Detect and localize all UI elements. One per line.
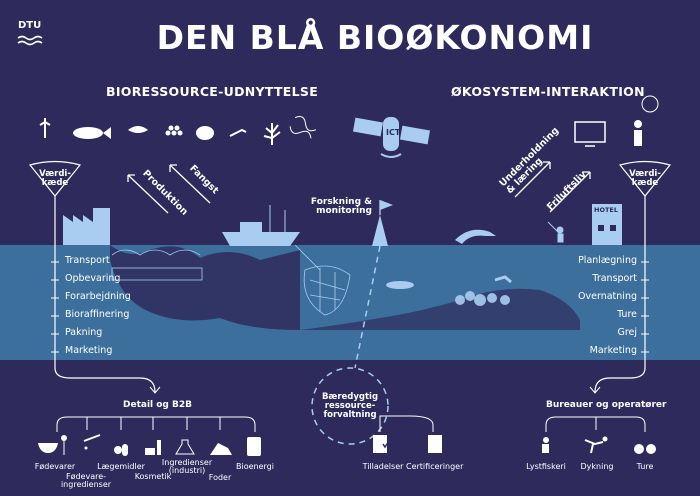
dtu-logo-waves xyxy=(17,35,43,46)
dashed-line xyxy=(354,245,381,369)
dna-icon xyxy=(289,116,317,139)
retail-item: Fødevarer xyxy=(34,462,76,471)
shrimp-icon xyxy=(128,126,148,133)
certificate-icon xyxy=(428,435,442,453)
roe-icon xyxy=(165,130,171,136)
left-value-chain: Transport Opbevaring Forarbejdning Biora… xyxy=(65,255,131,363)
management-item: Tilladelser xyxy=(362,462,404,471)
retail-title: Detail og B2B xyxy=(123,400,192,410)
operator-item: Dykning xyxy=(580,462,614,471)
operators-title: Bureauer og operatører xyxy=(546,400,667,410)
chain-item: Marketing xyxy=(589,345,637,356)
chain-item: Transport xyxy=(592,273,637,284)
right-value-chain: Planlægning Transport Overnatning Ture G… xyxy=(578,255,637,363)
fish-farm xyxy=(111,249,203,281)
retail-bracket xyxy=(56,416,256,432)
seal-icon xyxy=(386,281,414,289)
retail-item: Kosmetik xyxy=(134,472,172,481)
value-chain-line-left xyxy=(54,196,156,393)
lobster-icon xyxy=(39,118,51,138)
diver-icon xyxy=(494,275,512,284)
hotel-label: HOTEL xyxy=(594,206,618,214)
dolphin-icon xyxy=(455,229,496,244)
seaweed-icon xyxy=(263,123,281,145)
ship-icon xyxy=(222,205,300,246)
satellite-icon xyxy=(352,117,431,158)
retail-item: Ingredienser (industri) xyxy=(161,458,213,475)
scoop-icon xyxy=(83,434,101,442)
chain-item: Pakning xyxy=(65,327,103,338)
left-section-heading: BIORESSOURCE-UDNYTTELSE xyxy=(106,84,319,99)
funnel-left xyxy=(28,160,82,197)
chain-item: Forarbejdning xyxy=(65,291,131,302)
flask-icon xyxy=(175,439,195,455)
krill-icon xyxy=(229,128,247,137)
value-chain-line-right xyxy=(594,196,646,393)
feed-icon xyxy=(210,443,232,455)
management-title: Bæredygtig ressource-forvaltning xyxy=(321,392,379,420)
entertainment-arrow xyxy=(514,161,551,198)
spoon-icon xyxy=(61,435,67,441)
chain-item: Ture xyxy=(617,309,637,320)
ict-label: ICT xyxy=(386,128,401,137)
dtu-logo[interactable]: DTU xyxy=(18,20,42,31)
thought-bubble-icon xyxy=(641,95,659,113)
cosmetics-icon xyxy=(145,448,155,455)
shell-icon xyxy=(196,126,214,140)
seabed-right xyxy=(300,288,580,330)
chain-ticks xyxy=(51,261,649,353)
management-item: Certificeringer xyxy=(406,462,464,471)
trawl-net-icon xyxy=(294,244,351,316)
production-arrow xyxy=(127,174,169,214)
chain-item: Grej xyxy=(617,327,637,338)
chain-item: Opbevaring xyxy=(65,273,121,284)
chain-item: Transport xyxy=(65,255,110,266)
bioenergy-icon xyxy=(247,437,261,456)
management-circle xyxy=(311,367,389,445)
operators-bracket xyxy=(545,416,646,432)
fish-icon xyxy=(73,127,103,139)
chain-item: Overnatning xyxy=(578,291,637,302)
funnel-label-left: Værdi-kæde xyxy=(39,169,71,188)
binoculars-icon xyxy=(634,444,644,454)
pill-icon xyxy=(114,446,122,454)
operator-item: Ture xyxy=(636,462,654,471)
person-icon xyxy=(634,120,642,146)
hotel-icon xyxy=(592,204,622,245)
bowl-icon xyxy=(38,443,58,453)
right-section-heading: ØKOSYSTEM-INTERAKTION xyxy=(451,84,645,99)
outdoor-arrow xyxy=(549,171,591,213)
flag-icon xyxy=(380,200,393,210)
buoy-icon xyxy=(372,215,388,246)
catch-arrow xyxy=(169,164,211,204)
operator-item: Lystfiskeri xyxy=(526,462,566,471)
management-bracket xyxy=(379,415,434,432)
chain-item: Marketing xyxy=(65,345,113,356)
research-label: Forskning & monitoring xyxy=(310,197,372,216)
permit-icon xyxy=(373,435,387,453)
diving-icon xyxy=(584,439,604,454)
factory-icon xyxy=(63,208,110,245)
retail-icons xyxy=(38,434,656,456)
funnel-right xyxy=(618,160,672,197)
angler-icon xyxy=(547,221,564,243)
bioresource-icons xyxy=(39,116,317,145)
retail-item: Fødevare-ingredienser xyxy=(60,472,112,489)
page-title: DEN BLÅ BIOØKONOMI xyxy=(156,18,594,57)
retail-item: Bioenergi xyxy=(236,462,274,471)
funnel-label-right: Værdi-kæde xyxy=(629,169,661,188)
seabed-left xyxy=(110,245,300,330)
rocks xyxy=(455,291,510,306)
chain-item: Bioraffinering xyxy=(65,309,130,320)
retail-item: Lægemidler xyxy=(97,462,145,471)
tv-icon xyxy=(574,121,606,147)
retail-item: Foder xyxy=(208,473,232,482)
chain-item: Planlægning xyxy=(578,255,637,266)
fishing-icon xyxy=(543,437,549,443)
